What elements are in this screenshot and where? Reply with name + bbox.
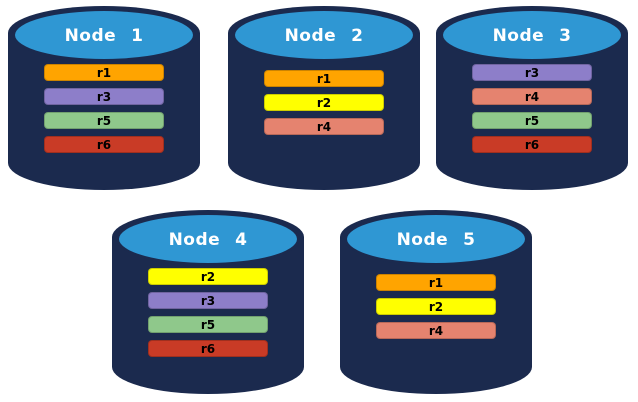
replica-label: r3 [200, 293, 216, 308]
replica-stack: r3 r4 r5 r6 [436, 64, 628, 153]
replica-bar-r4: r4 [376, 322, 496, 339]
node-label: Node 5 [396, 230, 476, 250]
replica-bar-r6: r6 [44, 136, 164, 153]
node-label: Node 4 [168, 230, 248, 250]
replica-label: r6 [96, 137, 112, 152]
node-header-5: Node 5 [344, 212, 528, 266]
replica-stack: r1 r2 r4 [228, 70, 420, 135]
replica-bar-r5: r5 [472, 112, 592, 129]
replica-label: r6 [524, 137, 540, 152]
node-cylinder-2: Node 2 r1 r2 r4 [228, 6, 420, 190]
node-cylinder-3: Node 3 r3 r4 r5 r6 [436, 6, 628, 190]
replica-stack: r2 r3 r5 r6 [112, 268, 304, 357]
replica-bar-r2: r2 [376, 298, 496, 315]
node-label: Node 2 [284, 26, 364, 46]
replica-label: r2 [316, 95, 332, 110]
replica-label: r1 [96, 65, 112, 80]
replica-label: r2 [428, 299, 444, 314]
node-header-1: Node 1 [12, 8, 196, 62]
replica-bar-r4: r4 [472, 88, 592, 105]
node-cylinder-5: Node 5 r1 r2 r4 [340, 210, 532, 394]
replica-label: r5 [96, 113, 112, 128]
replica-label: r1 [428, 275, 444, 290]
replica-bar-r1: r1 [264, 70, 384, 87]
node-header-2: Node 2 [232, 8, 416, 62]
replica-label: r2 [200, 269, 216, 284]
replica-stack: r1 r2 r4 [340, 274, 532, 339]
replica-bar-r3: r3 [44, 88, 164, 105]
replica-label: r3 [524, 65, 540, 80]
replica-label: r6 [200, 341, 216, 356]
replica-bar-r3: r3 [148, 292, 268, 309]
replica-label: r5 [200, 317, 216, 332]
node-cylinder-1: Node 1 r1 r3 r5 r6 [8, 6, 200, 190]
node-header-3: Node 3 [440, 8, 624, 62]
replica-bar-r5: r5 [44, 112, 164, 129]
replica-label: r3 [96, 89, 112, 104]
replica-label: r5 [524, 113, 540, 128]
node-header-4: Node 4 [116, 212, 300, 266]
replica-stack: r1 r3 r5 r6 [8, 64, 200, 153]
replica-bar-r4: r4 [264, 118, 384, 135]
replica-bar-r1: r1 [44, 64, 164, 81]
replica-label: r4 [316, 119, 332, 134]
replica-bar-r5: r5 [148, 316, 268, 333]
replica-bar-r6: r6 [148, 340, 268, 357]
replica-bar-r2: r2 [148, 268, 268, 285]
replica-label: r1 [316, 71, 332, 86]
replica-bar-r1: r1 [376, 274, 496, 291]
node-label: Node 1 [64, 26, 144, 46]
replica-bar-r2: r2 [264, 94, 384, 111]
node-cylinder-4: Node 4 r2 r3 r5 r6 [112, 210, 304, 394]
replica-bar-r6: r6 [472, 136, 592, 153]
node-label: Node 3 [492, 26, 572, 46]
replica-bar-r3: r3 [472, 64, 592, 81]
replica-label: r4 [428, 323, 444, 338]
replica-label: r4 [524, 89, 540, 104]
